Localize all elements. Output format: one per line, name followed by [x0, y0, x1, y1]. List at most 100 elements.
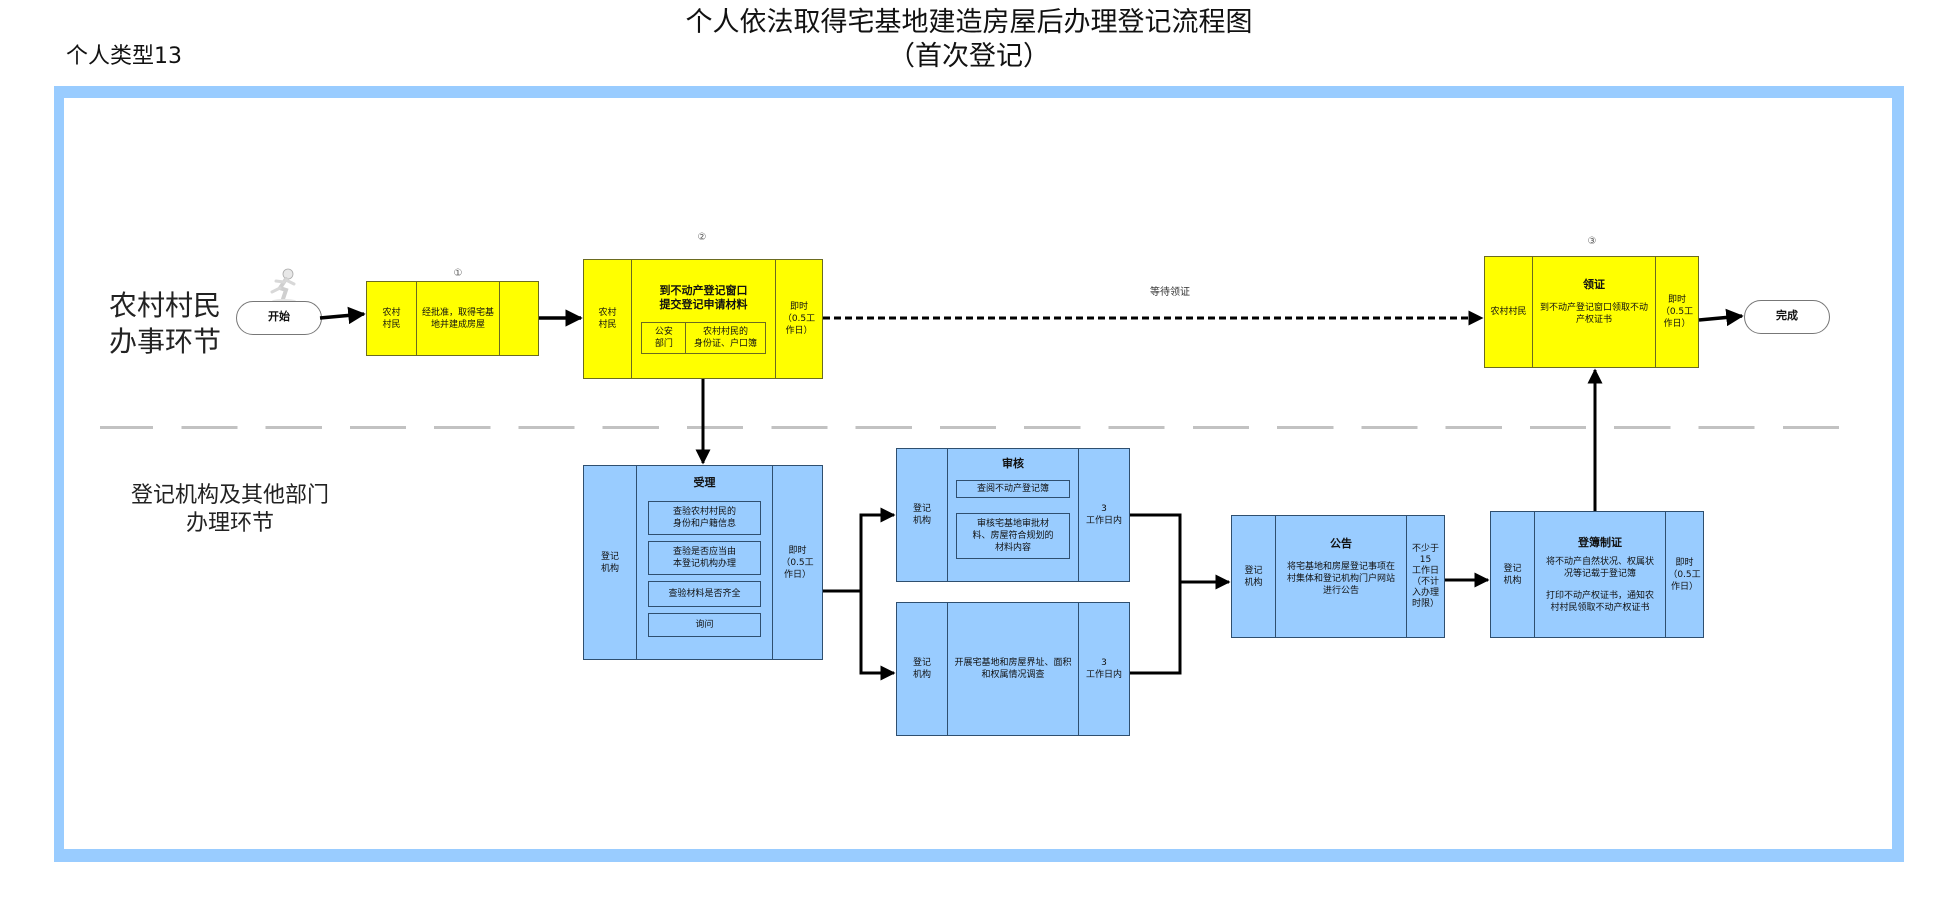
notice-actor-line: 登记 [1244, 565, 1263, 576]
accept-item-line: 本登记机构办理 [672, 559, 736, 569]
accept-item-line: 查验是否应当由 [672, 547, 736, 557]
review-item-line: 材料内容 [994, 543, 1031, 553]
review-actor-line: 登记 [912, 504, 931, 514]
step1-actor: 农村 村民 [367, 282, 416, 355]
step3-time-line: 作日） [1663, 319, 1691, 329]
accept-item-line: 身份和户籍信息 [672, 519, 736, 529]
accept-time-line: 即时 [788, 545, 807, 556]
step2-actor: 农村 村民 [584, 260, 631, 378]
accept-time-line: （0.5工 [781, 557, 814, 568]
lane-divider [100, 426, 1840, 429]
notice-time-line: （不计 [1411, 576, 1439, 587]
step3-actor-line: 农村村民 [1490, 307, 1527, 317]
type-label: 个人类型13 [66, 44, 182, 69]
certify-actor-line: 登记 [1503, 563, 1522, 574]
lane-label-villager-line1: 农村村民 [108, 289, 221, 322]
survey-content: 开展宅基地和房屋界址、面积 和权属情况调查 [947, 603, 1078, 735]
certify-time-line: 作日） [1670, 581, 1698, 592]
step1-time [499, 282, 538, 355]
step3-content-line: 到不动产登记窗口领取不动 [1539, 303, 1648, 313]
accept-actor-line: 机构 [600, 563, 619, 574]
step1-content-line: 地并建成房屋 [430, 319, 485, 330]
accept-item: 查验是否应当由 本登记机构办理 [648, 541, 761, 575]
step2-docs-line: 身份证、户口簿 [694, 339, 758, 349]
certify-time-line: 即时 [1675, 557, 1694, 568]
survey-box: 登记 机构 开展宅基地和房屋界址、面积 和权属情况调查 3 工作日内 [896, 602, 1130, 736]
accept-time: 即时 （0.5工 作日） [772, 466, 822, 659]
survey-actor-line: 机构 [912, 670, 931, 680]
step2-time-line: 即时 [789, 302, 808, 312]
step2-time: 即时 （0.5工 作日） [775, 260, 822, 378]
survey-content-line: 开展宅基地和房屋界址、面积 [954, 658, 1072, 668]
review-item-line: 查阅不动产登记簿 [976, 484, 1049, 494]
review-heading: 审核 [1002, 457, 1024, 470]
notice-time-line: 入办理 [1411, 587, 1439, 598]
certify-content: 登簿制证 将不动产自然状况、权属状 况等记载于登记簿 打印不动产权证书，通知农 … [1534, 512, 1665, 637]
step3-content: 领证 到不动产登记窗口领取不动 产权证书 [1532, 257, 1655, 367]
certify-content-line: 将不动产自然状况、权属状 [1545, 556, 1654, 567]
step3-heading: 领证 [1583, 278, 1605, 291]
certify-time-line: （0.5工 [1668, 569, 1701, 580]
wait-label: 等待领证 [1150, 287, 1190, 298]
review-item: 查阅不动产登记簿 [956, 480, 1070, 498]
certify-box: 登记 机构 登簿制证 将不动产自然状况、权属状 况等记载于登记簿 打印不动产权证… [1490, 511, 1704, 638]
survey-time: 3 工作日内 [1078, 603, 1129, 735]
survey-time-line: 工作日内 [1085, 670, 1122, 680]
certify-actor-line: 机构 [1503, 575, 1522, 586]
survey-content-line: 和权属情况调查 [981, 670, 1045, 680]
notice-time-line: 工作日 [1411, 565, 1439, 576]
notice-actor-line: 机构 [1244, 577, 1263, 588]
certify-content-line: 况等记载于登记簿 [1563, 568, 1636, 579]
certify-actor: 登记 机构 [1491, 512, 1534, 637]
step3-actor: 农村村民 [1485, 257, 1532, 367]
lane-label-villager-line2: 办事环节 [108, 325, 221, 358]
step3-time-line: （0.5工 [1660, 307, 1694, 317]
notice-content-line: 村集体和登记机构门户网站 [1286, 573, 1395, 584]
survey-actor: 登记 机构 [897, 603, 947, 735]
notice-heading: 公告 [1330, 536, 1352, 550]
runner-icon [270, 268, 296, 303]
lane-label-agency: 登记机构及其他部门 办理环节 [100, 482, 360, 538]
review-actor-line: 机构 [912, 516, 931, 526]
finish-terminal: 完成 [1744, 300, 1830, 334]
step2-heading: 到不动产登记窗口 提交登记申请材料 [660, 284, 748, 312]
step2-materials-table: 公安部门 农村村民的身份证、户口簿 [641, 322, 766, 354]
survey-actor-line: 登记 [912, 658, 931, 668]
accept-actor: 登记 机构 [584, 466, 636, 659]
step1-actor-line: 村民 [382, 319, 401, 330]
notice-time-line: 不少于 [1411, 543, 1439, 554]
review-time-line: 3 [1101, 504, 1107, 514]
accept-item-line: 查验农村村民的 [672, 507, 736, 517]
step1-box: 农村 村民 经批准，取得宅基 地并建成房屋 [366, 281, 539, 356]
accept-item-line: 询问 [695, 620, 714, 630]
accept-item: 查验材料是否齐全 [648, 581, 761, 607]
lane-label-villager: 农村村民 办事环节 [100, 288, 230, 360]
step-number-2: ② [697, 232, 707, 243]
step1-content: 经批准，取得宅基 地并建成房屋 [416, 282, 499, 355]
step2-heading-line: 提交登记申请材料 [659, 298, 748, 311]
step3-time: 即时 （0.5工 作日） [1655, 257, 1698, 367]
step3-content-line: 产权证书 [1575, 315, 1612, 325]
step2-actor-line: 村民 [598, 320, 617, 330]
certify-heading: 登簿制证 [1578, 535, 1622, 549]
step-number-1: ① [453, 268, 463, 279]
certify-content-line: 村村民领取不动产权证书 [1550, 602, 1650, 613]
accept-heading: 受理 [693, 476, 716, 489]
notice-time-line: 15 [1419, 554, 1432, 565]
notice-content: 公告 将宅基地和房屋登记事项在 村集体和登记机构门户网站 进行公告 [1275, 516, 1406, 637]
step2-box: 农村 村民 到不动产登记窗口 提交登记申请材料 公安部门 农村村民的身份证、户口… [583, 259, 823, 379]
survey-time-line: 3 [1101, 658, 1107, 668]
review-actor: 登记 机构 [897, 449, 947, 581]
step1-actor-line: 农村 [382, 307, 401, 318]
step2-time-line: （0.5工 [782, 314, 816, 324]
notice-content-line: 进行公告 [1322, 585, 1359, 596]
step2-materials-docs: 农村村民的身份证、户口簿 [685, 323, 764, 353]
step-number-3: ③ [1587, 236, 1597, 247]
accept-item: 查验农村村民的 身份和户籍信息 [648, 501, 761, 535]
review-content: 审核 查阅不动产登记簿 审核宅基地审批材 料、房屋符合规划的 材料内容 [947, 449, 1078, 581]
accept-item-line: 查验材料是否齐全 [668, 589, 741, 599]
review-time: 3 工作日内 [1078, 449, 1129, 581]
review-time-line: 工作日内 [1085, 516, 1122, 526]
step2-heading-line: 到不动产登记窗口 [659, 284, 748, 297]
notice-time: 不少于 15 工作日 （不计 入办理 时限） [1406, 516, 1444, 637]
